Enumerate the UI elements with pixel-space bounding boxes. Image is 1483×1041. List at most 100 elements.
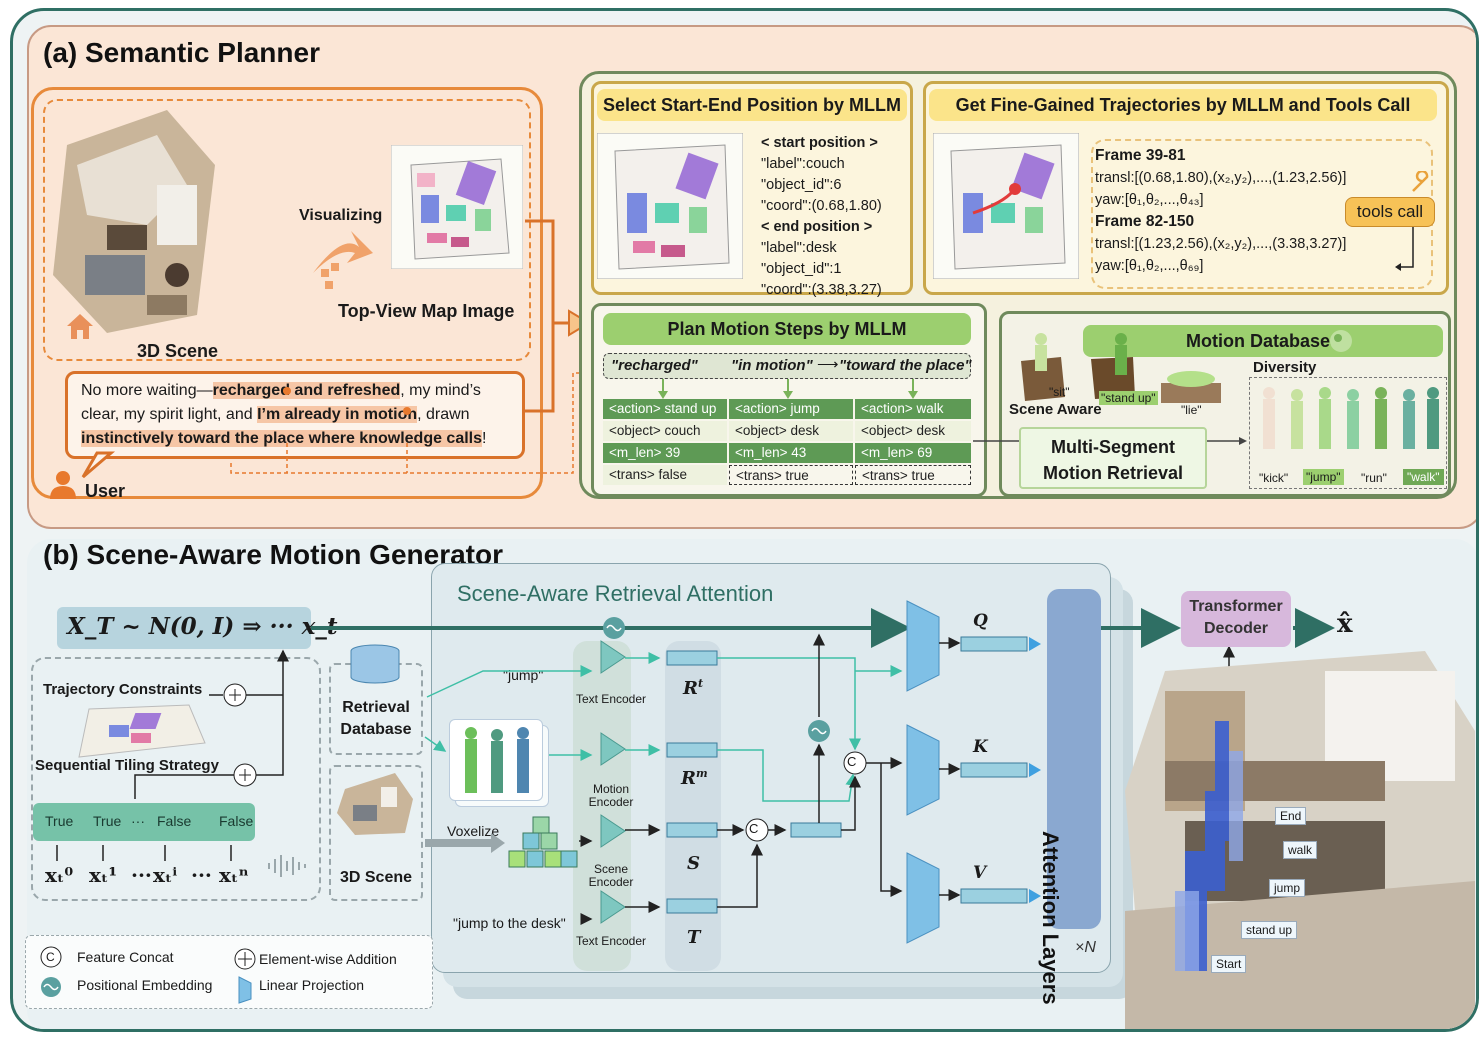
speech-part-3: , drawn xyxy=(417,406,470,423)
attention-layers-label: Attention Layers xyxy=(1038,831,1063,1005)
position-text: < start position > "label":couch "object… xyxy=(761,133,882,301)
scene-input-region xyxy=(31,87,543,499)
tiling-label: Sequential Tiling Strategy xyxy=(35,757,219,774)
house-icon xyxy=(67,314,93,339)
traj-constraints-label: Trajectory Constraints xyxy=(43,681,203,698)
x-sequence-token: ··· xyxy=(191,863,212,887)
waveform-icon xyxy=(268,855,306,877)
speech-tail xyxy=(81,451,116,479)
scene-aware-label: Scene Aware xyxy=(1009,401,1102,418)
retrieval-arrows xyxy=(973,437,1247,445)
scene-render-image xyxy=(53,110,215,333)
legend-symbols xyxy=(40,946,256,1004)
run-label: "run" xyxy=(1361,471,1387,485)
speech-highlight-1: recharged and refreshed xyxy=(212,382,401,399)
feature-rm: Rm xyxy=(681,767,708,789)
x-sequence-token: xₜ⁰ xyxy=(45,863,74,887)
voxel-icon xyxy=(508,816,578,868)
walk-label: "walk" xyxy=(1403,469,1444,485)
start-end-map xyxy=(597,133,743,279)
top-view-map xyxy=(391,145,523,269)
panel-a-title: (a) Semantic Planner xyxy=(43,37,320,68)
jump-desk-text: "jump to the desk" xyxy=(453,915,566,931)
k-label: K xyxy=(973,737,988,757)
tools-call-arrow xyxy=(1395,227,1414,271)
traj-constraint-map xyxy=(78,704,206,758)
path-label: walk xyxy=(1283,841,1318,859)
speech-highlight-3: instinctively toward the place where kno… xyxy=(81,430,483,447)
times-n-label: ×N xyxy=(1075,939,1096,956)
kick-label: "kick" xyxy=(1259,471,1289,485)
topview-label: Top-View Map Image xyxy=(338,301,515,321)
frame2-label: Frame 82-150 xyxy=(1095,213,1195,230)
retrieval-box: Multi-Segment Motion Retrieval xyxy=(1019,427,1207,489)
select-position-title: Select Start-End Position by MLLM xyxy=(597,89,907,121)
phrase-bar xyxy=(603,353,971,379)
transl1: transl:[(0.68,1.80),(x₂,y₂),...,(1.23,2.… xyxy=(1095,170,1347,186)
user-icon xyxy=(50,471,76,499)
x-sequence-token: xₜⁱ xyxy=(153,863,178,887)
scene-encoder-label: Scene Encoder xyxy=(588,862,634,889)
database-icon xyxy=(350,644,400,684)
plan-cell: <trans> true xyxy=(855,465,971,485)
trajectory-map xyxy=(933,133,1079,279)
x-hat-output: x̂ xyxy=(1337,609,1353,639)
plan-cell: <object> desk xyxy=(855,421,971,441)
plan-cell: <action> walk xyxy=(855,399,971,419)
scene-3d-box xyxy=(329,765,423,901)
x-sequence-token: ··· xyxy=(131,863,152,887)
end-coord: "coord":(3.38,3.27) xyxy=(761,282,882,298)
transl2: transl:[(1.23,2.56),(x₂,y₂),...,(3.38,3.… xyxy=(1095,236,1347,252)
path-label: Start xyxy=(1211,955,1247,973)
speech-part-2: , my mind’s clear, my spirit light, and xyxy=(81,382,481,423)
legend-concat-symbol: C xyxy=(46,950,55,964)
figure-frame: (a) Semantic Planner 3D Scene Visualizin… xyxy=(10,8,1479,1032)
tools-call-badge: tools call xyxy=(1345,197,1435,227)
wrench-icon xyxy=(1412,171,1429,192)
scene-aware-figures xyxy=(1021,333,1221,403)
tiling-token-bar xyxy=(33,803,255,841)
tiling-token: False xyxy=(157,813,192,829)
noise-formula-box xyxy=(57,607,311,649)
visualizing-arrow xyxy=(313,231,373,289)
phrase-down-arrows xyxy=(658,379,918,399)
phrase-1: "recharged" xyxy=(611,357,698,374)
path-label: jump xyxy=(1269,879,1306,897)
phrase-arrow: ⟶ xyxy=(817,356,839,373)
plan-cell: <m_len> 69 xyxy=(855,443,971,463)
legend-concat: Feature Concat xyxy=(77,949,174,965)
end-id: "object_id":1 xyxy=(761,261,842,277)
plan-cell: <action> jump xyxy=(729,399,853,419)
scene-3d-label: 3D Scene xyxy=(339,869,413,886)
user-speech-text: No more waiting—recharged and refreshed,… xyxy=(81,379,521,451)
motion-db-title: Motion Databases xyxy=(1083,325,1443,357)
retrieval-db-label: Retrieval Database xyxy=(340,699,412,738)
tiling-token: False xyxy=(219,813,254,829)
plan-cell: <object> couch xyxy=(603,421,727,441)
v-label: V xyxy=(973,863,987,883)
diversity-figures xyxy=(1263,387,1439,449)
feature-s: S xyxy=(687,853,700,874)
panel-b-graph xyxy=(56,589,1335,944)
yaw2: yaw:[θ₁,θ₂,...,θ₆₉] xyxy=(1095,258,1204,274)
plan-cell: <trans> false xyxy=(603,465,727,485)
feature-t: T xyxy=(687,927,701,948)
transformer-decoder: Transformer Decoder xyxy=(1181,591,1291,647)
scene-3d-thumb xyxy=(337,773,413,835)
end-label: "label":desk xyxy=(761,240,837,256)
plan-cell: <action> stand up xyxy=(603,399,727,419)
visualizing-label: Visualizing xyxy=(299,207,383,224)
plan-cell: <object> desk xyxy=(729,421,853,441)
diversity-box xyxy=(1249,377,1447,489)
frame1-label: Frame 39-81 xyxy=(1095,147,1186,164)
voxelize-label: Voxelize xyxy=(447,823,500,839)
speech-part-1: No more waiting— xyxy=(81,382,213,399)
tiling-token: True xyxy=(93,813,122,829)
noise-formula: X_T ~ N(0, I) ⇒ ··· x_t xyxy=(67,613,338,640)
plan-cell: <m_len> 39 xyxy=(603,443,727,463)
speech-part-4: ! xyxy=(482,430,487,447)
scene-label: 3D Scene xyxy=(137,341,219,361)
path-label: End xyxy=(1275,807,1307,825)
start-label: "label":couch xyxy=(761,156,845,172)
result-scene-render xyxy=(1125,651,1475,1029)
